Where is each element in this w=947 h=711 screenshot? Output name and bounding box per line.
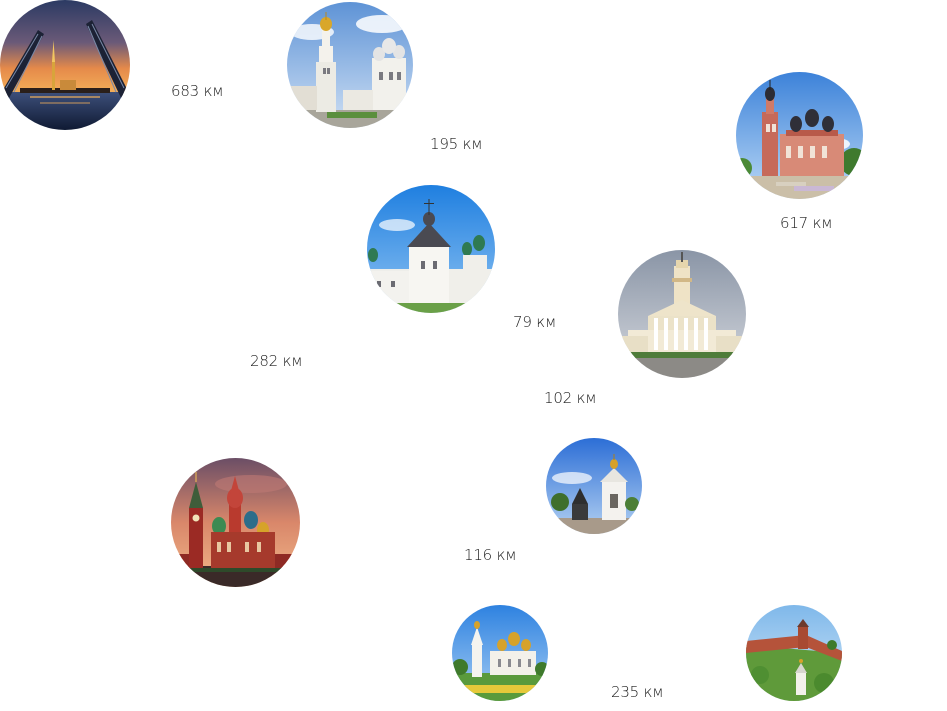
kremlin-tower-image bbox=[367, 185, 495, 313]
distance-label: 617 км bbox=[780, 214, 833, 232]
kremlin-wall-image bbox=[746, 605, 842, 701]
city-photo-fire-tower[interactable] bbox=[618, 250, 746, 378]
distance-label: 195 км bbox=[430, 135, 483, 153]
red-square-image bbox=[171, 458, 300, 587]
fire-tower-image bbox=[618, 250, 746, 378]
distance-label: 79 км bbox=[513, 313, 557, 331]
distance-label: 235 км bbox=[611, 683, 664, 701]
city-photo-red-square[interactable] bbox=[171, 458, 300, 587]
city-photo-kremlin-wall[interactable] bbox=[746, 605, 842, 701]
drawbridge-image bbox=[0, 0, 130, 130]
city-photo-white-cathedral[interactable] bbox=[452, 605, 548, 701]
distance-label: 102 км bbox=[544, 389, 597, 407]
distance-label: 282 км bbox=[250, 352, 303, 370]
cathedral-image bbox=[452, 605, 548, 701]
belltower-image bbox=[287, 2, 413, 128]
city-photo-drawbridge[interactable] bbox=[0, 0, 130, 130]
distance-label: 116 км bbox=[464, 546, 517, 564]
chapel-image bbox=[546, 438, 642, 534]
red-church-image bbox=[736, 72, 863, 199]
city-photo-kremlin-tower[interactable] bbox=[367, 185, 495, 313]
city-photo-white-belltower[interactable] bbox=[287, 2, 413, 128]
city-photo-red-church[interactable] bbox=[736, 72, 863, 199]
city-photo-chapel-monument[interactable] bbox=[546, 438, 642, 534]
distance-label: 683 км bbox=[171, 82, 224, 100]
